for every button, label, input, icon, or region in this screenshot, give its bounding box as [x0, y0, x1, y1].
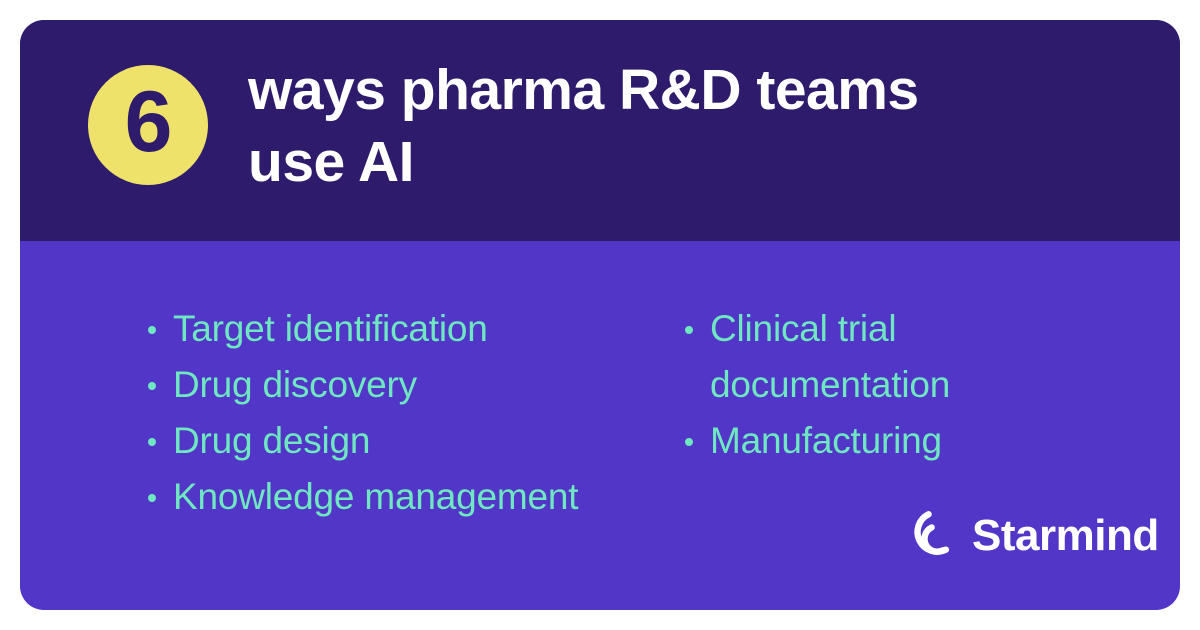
bullet-column-left: Target identification Drug discovery Dru…	[145, 301, 685, 525]
list-item: Drug discovery	[145, 357, 685, 413]
count-badge: 6	[88, 65, 208, 185]
list-item-label: Manufacturing	[710, 420, 942, 461]
page-title-line-2: use AI	[248, 130, 414, 194]
list-item-label: Clinical trial documentation	[710, 308, 951, 405]
bullet-dot-icon	[685, 326, 693, 334]
poster-card: 6 ways pharma R&D teams use AI Target id…	[20, 20, 1180, 610]
list-item: Target identification	[145, 301, 685, 357]
header-band: 6 ways pharma R&D teams use AI	[20, 20, 1180, 241]
list-item-label: Knowledge management	[173, 476, 579, 517]
page-title-line-1: ways pharma R&D teams	[248, 58, 919, 122]
bullet-dot-icon	[148, 438, 156, 446]
list-item: Clinical trial documentation	[682, 301, 1082, 413]
bullet-columns: Target identification Drug discovery Dru…	[20, 241, 1180, 610]
list-item-label: Target identification	[173, 308, 488, 349]
brand-logo: Starmind	[902, 500, 1159, 570]
body-area: Target identification Drug discovery Dru…	[20, 241, 1180, 610]
bullet-list-right: Clinical trial documentation Manufacturi…	[682, 301, 1082, 469]
bullet-list-left: Target identification Drug discovery Dru…	[145, 301, 685, 525]
list-item: Drug design	[145, 413, 685, 469]
list-item-label: Drug discovery	[173, 364, 417, 405]
starmind-s-mark-icon	[902, 506, 960, 564]
count-badge-number: 6	[124, 74, 173, 170]
list-item-label: Drug design	[173, 420, 371, 461]
bullet-dot-icon	[148, 494, 156, 502]
bullet-column-right: Clinical trial documentation Manufacturi…	[682, 301, 1082, 469]
page-title: ways pharma R&D teams use AI	[248, 54, 1068, 198]
bullet-dot-icon	[148, 382, 156, 390]
bullet-dot-icon	[148, 326, 156, 334]
list-item: Manufacturing	[682, 413, 1082, 469]
list-item: Knowledge management	[145, 469, 685, 525]
bullet-dot-icon	[685, 438, 693, 446]
brand-wordmark: Starmind	[972, 511, 1159, 560]
